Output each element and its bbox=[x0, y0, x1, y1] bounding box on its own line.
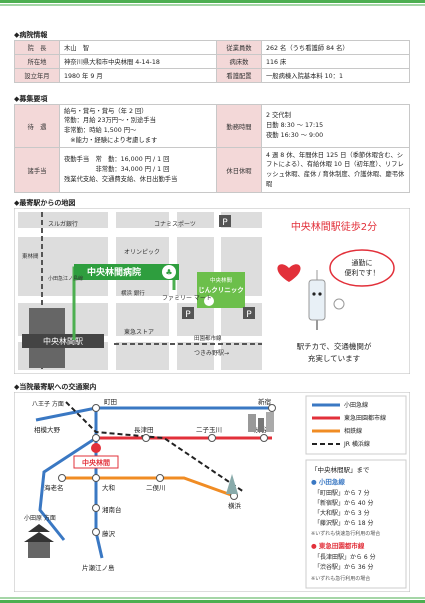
recruit-table: 待 遇 給与・賞与・賞与（年 2 回） 常勤：月給 23万円～・別途手当 非常勤… bbox=[14, 104, 410, 193]
station-fujisawa: 藤沢 bbox=[102, 529, 116, 538]
jr-yokohama-line bbox=[65, 401, 245, 493]
staff-value: 262 名（うち看護師 84 名） bbox=[261, 40, 410, 55]
svg-text:P: P bbox=[246, 310, 252, 320]
station-yamato: 大和 bbox=[102, 483, 115, 492]
landmark-yokohama-bank: 横浜 銀行 bbox=[121, 289, 145, 297]
syringe-mascot-icon bbox=[277, 264, 345, 330]
landmark-olympic: オリンピック bbox=[124, 249, 160, 256]
legend-odakyu: 小田急線 bbox=[344, 401, 368, 409]
ad-text-line-1: 駅チカで、交通機関が bbox=[297, 341, 372, 351]
station-odawara: 小田原 方面 bbox=[24, 514, 56, 522]
station-futako: 二子玉川 bbox=[196, 426, 222, 434]
nursing-value: 一般病棟入院基本料 10：1 bbox=[261, 68, 410, 83]
sotetsu-line bbox=[62, 476, 235, 498]
station-chuo-rinkan: 中央林間 bbox=[82, 458, 110, 467]
section-title-overview: ◆病院情報 bbox=[14, 31, 48, 39]
holiday-value: 4 週 8 休、年間休日 125 日（季節休暇含む、シフトによる）、有給休暇 1… bbox=[261, 147, 410, 193]
holiday-label: 休日休暇 bbox=[216, 147, 262, 193]
svg-text:P: P bbox=[185, 310, 191, 320]
station-nagatsuta: 長津田 bbox=[134, 426, 154, 434]
section-title-access: ◆当院最寄駅への交通案内 bbox=[14, 383, 97, 391]
top-stripe-light bbox=[0, 4, 425, 6]
beds-value: 116 床 bbox=[261, 54, 410, 69]
ad-title: 中央林間駅徒歩2分 bbox=[291, 220, 377, 233]
clinic-top-label: 中央林間 bbox=[210, 276, 233, 284]
nursing-label: 看護配置 bbox=[216, 68, 262, 83]
director-value: 木山 智 bbox=[59, 40, 217, 55]
founded-label: 設立年月 bbox=[14, 68, 60, 83]
speech-bubble bbox=[329, 249, 395, 287]
legend-sotetsu: 相鉄線 bbox=[344, 427, 362, 435]
hospital-logo-icon: ♣ bbox=[165, 268, 172, 277]
tokyu-heading: ● 東急田園都市線 bbox=[311, 541, 365, 550]
bottom-stripe-light bbox=[0, 597, 425, 599]
odakyu-time-machida: 「町田駅」から 7 分 bbox=[314, 489, 370, 497]
parking-icon: P P P bbox=[182, 215, 255, 320]
clinic-label: じんクリニック bbox=[198, 285, 244, 294]
landmark-suruga: スルガ銀行 bbox=[48, 220, 78, 228]
ad-text-line-2: 充実しています bbox=[308, 353, 360, 363]
station-shinjuku: 新宿 bbox=[258, 397, 272, 406]
landmark-higashirinkan: 東林間 bbox=[22, 252, 39, 260]
allowance-value: 夜勤手当 常 勤：16,000 円 / 1 回 非常勤：34,000 円 / 1… bbox=[59, 147, 217, 193]
hours-label: 勤務時間 bbox=[216, 104, 262, 148]
odakyu-time-shinjuku: 「新宿駅」から 40 分 bbox=[314, 499, 373, 507]
section-title-map: ◆最寄駅からの地図 bbox=[14, 199, 76, 207]
odakyu-heading: ● 小田急線 bbox=[311, 477, 345, 486]
hours-value: 2 交代制 日勤 8:30 ～ 17:15 夜勤 16:30 ～ 9:00 bbox=[261, 104, 410, 148]
hospital-label: 中央林間病院 bbox=[87, 266, 141, 278]
treatment-label: 待 遇 bbox=[14, 104, 60, 148]
hospital-marker bbox=[74, 264, 179, 280]
treatment-value: 給与・賞与・賞与（年 2 回） 常勤：月給 23万円～・別途手当 非常勤：時給 … bbox=[59, 104, 217, 148]
odakyu-time-yamato: 「大和駅」から 3 分 bbox=[314, 509, 370, 517]
castle-icon bbox=[24, 524, 54, 558]
bottom-stripe bbox=[0, 600, 425, 603]
route-map: 中央林間 八王子 方面 町田 新宿 相模大野 長津田 二子玉川 渋谷 海老名 大… bbox=[14, 392, 410, 592]
bubble-line-1: 通勤に bbox=[352, 258, 373, 267]
landmark-tokyu-store: 東急ストア bbox=[124, 328, 154, 336]
station-futamatagawa: 二俣川 bbox=[146, 483, 166, 492]
station-shonandai: 湘南台 bbox=[102, 505, 122, 514]
founded-value: 1980 年 9 月 bbox=[59, 68, 217, 83]
travel-time-heading: 「中央林間駅」まで bbox=[311, 465, 370, 474]
hospital-info-table: 院 長 木山 智 従業員数 262 名（うち看護師 84 名） 所在地 神奈川県… bbox=[14, 40, 410, 83]
current-station-marker bbox=[91, 443, 101, 453]
landmark-tsukimino: つきみ野駅→ bbox=[194, 349, 229, 357]
station-ebina: 海老名 bbox=[44, 483, 64, 492]
svg-text:P: P bbox=[222, 218, 228, 228]
section-title-recruit: ◆募集要項 bbox=[14, 95, 48, 103]
station-label: 中央林間駅 bbox=[43, 336, 83, 346]
odakyu-line-odawara bbox=[38, 408, 98, 541]
landmark-konami: コナミスポーツ bbox=[154, 220, 196, 228]
station-machida: 町田 bbox=[104, 398, 117, 406]
station-sagami-ono: 相模大野 bbox=[34, 425, 61, 434]
area-map: 中央林間駅 中央林間病院 ♣ 中央林間 じんクリニック P P P スルガ銀行 … bbox=[14, 208, 410, 374]
legend-jr: JR 横浜線 bbox=[343, 440, 370, 448]
address-label: 所在地 bbox=[14, 54, 60, 69]
legend-denentoshi: 東急田園都市線 bbox=[344, 414, 386, 422]
allowance-label: 諸手当 bbox=[14, 147, 60, 193]
tokyu-time-shibuya: 「渋谷駅」から 36 分 bbox=[314, 563, 373, 571]
landmark-denentoshi: 田園都市線 bbox=[194, 334, 222, 342]
top-stripe bbox=[0, 0, 425, 3]
city-skyline-icon bbox=[248, 412, 274, 432]
tower-icon bbox=[226, 474, 238, 494]
landmark-familymart: ファミリー マート bbox=[162, 295, 212, 302]
director-label: 院 長 bbox=[14, 40, 60, 55]
address-value: 神奈川県大和市中央林間 4-14-18 bbox=[59, 54, 217, 69]
travel-time-box bbox=[305, 459, 407, 589]
tokyu-note: ※いずれも急行利用の場合 bbox=[311, 575, 370, 582]
station-yokohama: 横浜 bbox=[228, 501, 242, 510]
staff-label: 従業員数 bbox=[216, 40, 262, 55]
beds-label: 病床数 bbox=[216, 54, 262, 69]
tokyu-time-nagatsuta: 「長津田駅」から 6 分 bbox=[314, 553, 376, 561]
landmark-odakyu: 小田急江ノ島線 bbox=[48, 275, 83, 282]
station-katase-enoshima: 片瀬江ノ島 bbox=[82, 563, 115, 572]
station-hachioji: 八王子 方面 bbox=[32, 400, 64, 408]
odakyu-time-fujisawa: 「藤沢駅」から 18 分 bbox=[314, 519, 373, 527]
odakyu-note: ※いずれも快速急行利用の場合 bbox=[311, 530, 380, 537]
bubble-line-2: 便利です！ bbox=[345, 268, 380, 277]
